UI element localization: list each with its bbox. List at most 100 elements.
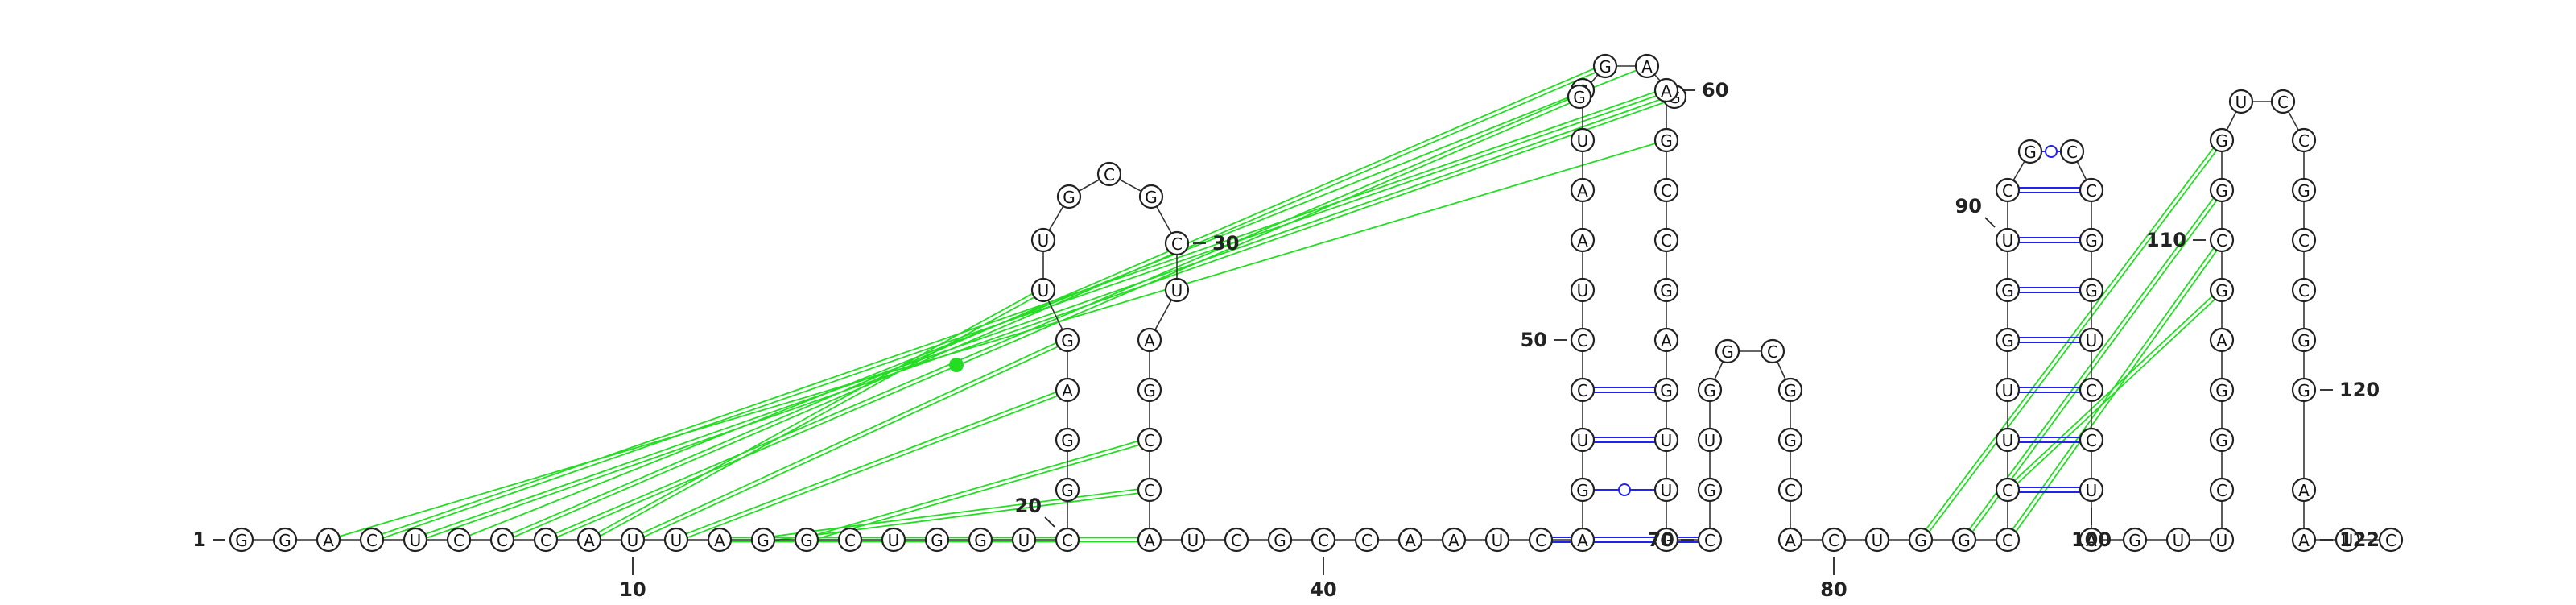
- nucleotide-circle: [1056, 184, 1082, 209]
- nucleotide: A: [1137, 527, 1162, 553]
- position-label: 30: [1212, 232, 1239, 255]
- position-label: 122: [2339, 528, 2380, 551]
- nucleotide-letter: G: [1958, 531, 1971, 550]
- nucleotide: G: [1697, 377, 1723, 403]
- nucleotide-letter: U: [671, 531, 683, 550]
- nucleotide: C: [2079, 177, 2104, 203]
- nucleotide-circle: [1995, 527, 2021, 553]
- pseudoknot-line: [1918, 138, 2221, 540]
- nucleotide-circle: [1995, 177, 2021, 203]
- nucleotide-circle: [1697, 477, 1723, 503]
- nucleotide-letter: G: [2085, 231, 2098, 251]
- nucleotide-circle: [1570, 177, 1596, 203]
- nucleotide-circle: [2291, 327, 2317, 353]
- nucleotide: G: [924, 527, 950, 553]
- nucleotide-letter: C: [1231, 531, 1242, 550]
- nucleotide-letter: C: [1104, 165, 1115, 184]
- nucleotide-circle: [1267, 527, 1293, 553]
- nucleotide-letter: G: [1274, 531, 1286, 550]
- nucleotide-circle: [1011, 527, 1037, 553]
- nucleotide-circle: [1030, 227, 1056, 253]
- nucleotide-circle: [316, 527, 341, 553]
- nucleotide-circle: [2079, 277, 2104, 303]
- nucleotide-letter: G: [1573, 88, 1586, 107]
- nucleotide: G: [1995, 327, 2021, 353]
- nucleotide-letter: C: [1062, 531, 1073, 550]
- nucleotide-circle: [1653, 527, 1679, 553]
- nucleotide-circle: [1055, 427, 1080, 453]
- nucleotide: G: [1951, 527, 1977, 553]
- nucleotide: U: [1570, 127, 1596, 153]
- nucleotide: A: [2291, 477, 2317, 503]
- position-label: 40: [1310, 578, 1336, 601]
- nucleotide-circle: [2017, 139, 2043, 164]
- nucleotide: G: [1055, 477, 1080, 503]
- nucleotide-circle: [1653, 477, 1679, 503]
- nucleotide-letter: G: [2215, 381, 2228, 400]
- nucleotide-circle: [2079, 227, 2104, 253]
- nucleotide-circle: [1777, 527, 1803, 553]
- nucleotide-circle: [1570, 377, 1596, 403]
- nucleotide-circle: [1995, 277, 2021, 303]
- nucleotide-circle: [2334, 527, 2360, 553]
- nucleotide-letter: G: [1143, 381, 1156, 400]
- nucleotide-circle: [620, 527, 646, 553]
- nucleotide-circle: [1653, 327, 1679, 353]
- nucleotide: U: [2079, 327, 2104, 353]
- nucleotide-letter: G: [2297, 181, 2310, 201]
- nucleotide-letter: A: [1661, 331, 1672, 350]
- nucleotide-circle: [2209, 527, 2235, 553]
- nucleotide: C: [837, 527, 863, 553]
- pseudoknot-line: [762, 487, 1150, 539]
- nucleotide-letter: U: [410, 531, 422, 550]
- nucleotide-letter: C: [497, 531, 508, 550]
- nucleotide: G: [1777, 427, 1803, 453]
- nucleotide-letter: U: [2002, 431, 2014, 450]
- nucleotide: U: [1011, 527, 1037, 553]
- nucleotide-letter: U: [2342, 531, 2354, 550]
- nucleotide-circle: [1653, 427, 1679, 453]
- nucleotide-circle: [1484, 527, 1510, 553]
- nucleotide-letter: A: [1144, 531, 1155, 550]
- nucleotide-circle: [2228, 89, 2254, 114]
- pseudoknot-line: [589, 291, 1045, 542]
- nucleotide-letter: G: [1914, 531, 1927, 550]
- nucleotide: U: [1570, 427, 1596, 453]
- nucleotide-letter: C: [1144, 481, 1155, 500]
- nucleotide-circle: [1653, 277, 1679, 303]
- nucleotide-letter: A: [1577, 231, 1588, 251]
- nucleotide: C: [446, 527, 472, 553]
- position-label: 80: [1820, 578, 1847, 601]
- nucleotide: G: [1995, 277, 2021, 303]
- nucleotide-circle: [1137, 527, 1162, 553]
- nucleotide: A: [1441, 527, 1467, 553]
- nucleotide: U: [881, 527, 906, 553]
- nucleotide: U: [663, 527, 689, 553]
- nucleotide-circle: [576, 527, 602, 553]
- nucleotide-letter: C: [1661, 231, 1672, 251]
- nucleotide: C: [1697, 527, 1723, 553]
- nucleotide-letter: C: [2216, 481, 2227, 500]
- nucleotide: G: [1777, 377, 1803, 403]
- nucleotide-letter: G: [1063, 188, 1075, 207]
- pseudoknot-line: [328, 139, 1667, 541]
- nucleotide-letter: G: [2001, 331, 2014, 350]
- nucleotide: U: [402, 527, 428, 553]
- nucleotide-letter: G: [2128, 531, 2141, 550]
- nucleotide-circle: [1995, 477, 2021, 503]
- nucleotide-circle: [1760, 338, 1785, 364]
- nucleotide-circle: [1995, 427, 2021, 453]
- nucleotide-circle: [1634, 53, 1660, 79]
- nucleotide: C: [1137, 427, 1162, 453]
- nucleotide: C: [1311, 527, 1336, 553]
- nucleotide-letter: U: [2002, 231, 2014, 251]
- nucleotide: C: [489, 527, 515, 553]
- nucleotide-circle: [837, 527, 863, 553]
- nucleotide: G: [2079, 277, 2104, 303]
- nucleotide-circle: [1570, 527, 1596, 553]
- nucleotide-letter: C: [1577, 381, 1588, 400]
- pseudoknot-line: [631, 337, 1067, 539]
- nucleotide-letter: C: [540, 531, 551, 550]
- pseudoknot-line: [414, 93, 1674, 539]
